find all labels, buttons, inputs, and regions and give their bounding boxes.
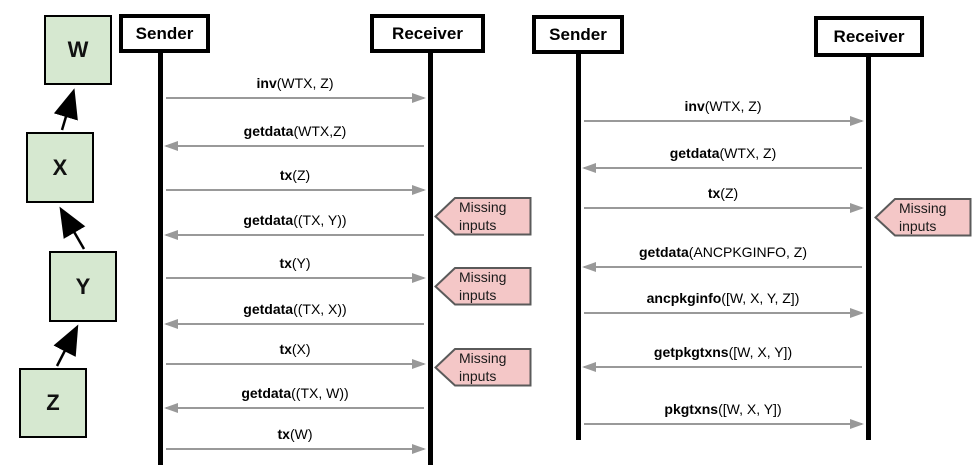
tag-shape [434, 348, 532, 387]
message-arrow [166, 273, 426, 283]
tx-node-z: Z [19, 368, 87, 438]
dependency-arrows [53, 88, 86, 367]
message-label: getdata((TX, W)) [241, 385, 349, 401]
missing-inputs-tag: Missing inputs [434, 348, 532, 387]
message-arrow [164, 319, 424, 329]
message-arrow [166, 185, 426, 195]
message-arrow [582, 262, 862, 272]
message-arrow [584, 308, 864, 318]
message-label: pkgtxns([W, X, Y]) [664, 401, 782, 417]
missing-inputs-tag: Missing inputs [434, 267, 532, 306]
message-arrow [164, 141, 424, 151]
message-arrow [584, 116, 864, 126]
message-label: inv(WTX, Z) [256, 75, 334, 91]
tag-shape [434, 197, 532, 236]
receiver-lifeline-1 [428, 52, 433, 465]
message-arrow [582, 163, 862, 173]
message-label: ancpkginfo([W, X, Y, Z]) [646, 290, 800, 306]
dependency-arrow-x-w [53, 88, 78, 131]
message-label: getdata(ANCPKGINFO, Z) [638, 244, 808, 260]
tx-node-y: Y [49, 251, 117, 322]
message-arrow [582, 362, 862, 372]
message-arrow [166, 359, 426, 369]
message-label: getdata((TX, Y)) [243, 212, 347, 228]
receiver-lifeline-2 [866, 57, 871, 440]
message-arrow [166, 93, 426, 103]
tag-shape [874, 198, 972, 237]
message-label: tx(W) [277, 426, 313, 442]
dependency-arrow-z-y [53, 324, 79, 367]
message-arrow [584, 203, 864, 213]
message-label: tx(X) [279, 341, 311, 357]
tx-node-x: X [26, 132, 94, 203]
message-label: tx(Y) [279, 255, 311, 271]
message-label: inv(WTX, Z) [684, 98, 762, 114]
tag-shape [434, 267, 532, 306]
dependency-arrow-y-x [59, 206, 86, 250]
message-arrow [164, 403, 424, 413]
message-arrow [584, 419, 864, 429]
message-label: tx(Z) [707, 185, 739, 201]
receiver-box-2: Receiver [814, 16, 924, 57]
sender-lifeline-2 [576, 54, 581, 440]
message-arrow [166, 444, 426, 454]
message-label: getdata(WTX,Z) [243, 123, 347, 139]
message-label: getdata(WTX, Z) [669, 145, 777, 161]
message-arrow [164, 230, 424, 240]
receiver-box-1: Receiver [370, 14, 485, 53]
sender-box-2: Sender [532, 15, 624, 54]
message-label: tx(Z) [279, 167, 311, 183]
sender-box-1: Sender [119, 14, 210, 53]
message-label: getdata((TX, X)) [243, 301, 347, 317]
missing-inputs-tag: Missing inputs [874, 198, 972, 237]
message-label: getpkgtxns([W, X, Y]) [653, 344, 793, 360]
tx-node-w: W [44, 15, 112, 85]
missing-inputs-tag: Missing inputs [434, 197, 532, 236]
sender-lifeline-1 [158, 52, 163, 465]
